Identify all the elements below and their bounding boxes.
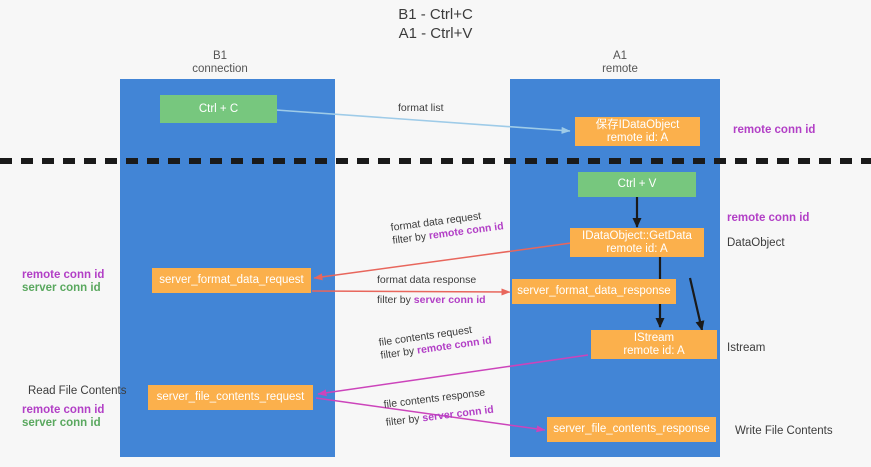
node-server-format-data-response-label: server_format_data_response: [517, 285, 671, 297]
edge-label-format-data-response-filter: filter by server conn id: [377, 294, 486, 307]
column-header-a1-name: A1: [612, 50, 628, 62]
edge-label-format-list-text: format list: [398, 102, 444, 114]
edge-label-format-data-response-text: format data response: [377, 274, 477, 286]
side-label-left-remote-conn-id-1: remote conn id: [22, 269, 105, 281]
node-istream-line2: remote id: A: [623, 344, 685, 357]
side-label-remote-conn-id-mid: remote conn id: [727, 212, 810, 224]
side-label-dataobject: DataObject: [727, 237, 785, 249]
node-server-file-contents-request-label: server_file_contents_request: [156, 391, 305, 403]
side-label-istream: Istream: [727, 342, 766, 354]
side-label-remote-conn-id-top: remote conn id: [733, 124, 816, 136]
edge-label-file-contents-request: file contents request filter by remote c…: [378, 321, 493, 362]
node-server-file-contents-response-label: server_file_contents_response: [553, 423, 710, 435]
node-ctrl-c-label: Ctrl + C: [198, 102, 239, 115]
node-server-file-contents-response[interactable]: server_file_contents_response: [547, 417, 716, 442]
node-getdata-line1: IDataObject::GetData: [582, 229, 692, 242]
node-ctrl-c[interactable]: Ctrl + C: [160, 95, 277, 123]
node-getdata-line2: remote id: A: [606, 242, 668, 255]
filter-key-server-conn-id: server conn id: [413, 294, 486, 306]
column-header-a1-role: remote: [602, 63, 638, 75]
column-header-a1: A1 remote: [540, 50, 700, 76]
side-label-write-file-contents: Write File Contents: [735, 425, 833, 437]
node-ctrl-v-label: Ctrl + V: [617, 178, 657, 190]
column-header-b1-name: B1: [212, 50, 228, 62]
node-idataobject-getdata[interactable]: IDataObject::GetData remote id: A: [570, 228, 704, 257]
node-istream[interactable]: IStream remote id: A: [591, 330, 717, 359]
title-line-2: A1 - Ctrl+V: [398, 25, 473, 42]
node-save-idataobject-line1: 保存IDataObject: [595, 118, 680, 131]
node-ctrl-v[interactable]: Ctrl + V: [578, 172, 696, 197]
edge-label-format-data-response: format data response filter by server co…: [377, 274, 486, 307]
node-server-format-data-response[interactable]: server_format_data_response: [512, 279, 676, 304]
column-header-b1: B1 connection: [140, 50, 300, 76]
diagram-title: B1 - Ctrl+C A1 - Ctrl+V: [0, 5, 871, 43]
edge-label-format-data-request: format data request filter by remote con…: [390, 207, 504, 247]
side-label-left-remote-conn-id-2: remote conn id: [22, 404, 105, 416]
side-label-left-server-conn-id-2: server conn id: [22, 417, 101, 429]
filter-prefix: filter by: [377, 294, 414, 306]
side-label-left-server-conn-id-1: server conn id: [22, 282, 101, 294]
title-line-1: B1 - Ctrl+C: [398, 6, 473, 23]
filter-prefix: filter by: [385, 412, 424, 429]
node-save-idataobject[interactable]: 保存IDataObject remote id: A: [575, 117, 700, 146]
node-server-file-contents-request[interactable]: server_file_contents_request: [148, 385, 313, 410]
edge-label-file-contents-response: file contents response filter by server …: [383, 386, 495, 430]
node-save-idataobject-line2: remote id: A: [606, 131, 669, 144]
side-label-read-file-contents: Read File Contents: [28, 385, 127, 397]
column-header-b1-role: connection: [192, 63, 248, 75]
node-istream-line1: IStream: [633, 331, 675, 344]
filter-key-server-conn-id: server conn id: [421, 403, 495, 425]
edge-label-format-list: format list: [398, 102, 444, 115]
node-server-format-data-request-label: server_format_data_request: [159, 274, 304, 286]
node-server-format-data-request[interactable]: server_format_data_request: [152, 268, 311, 293]
